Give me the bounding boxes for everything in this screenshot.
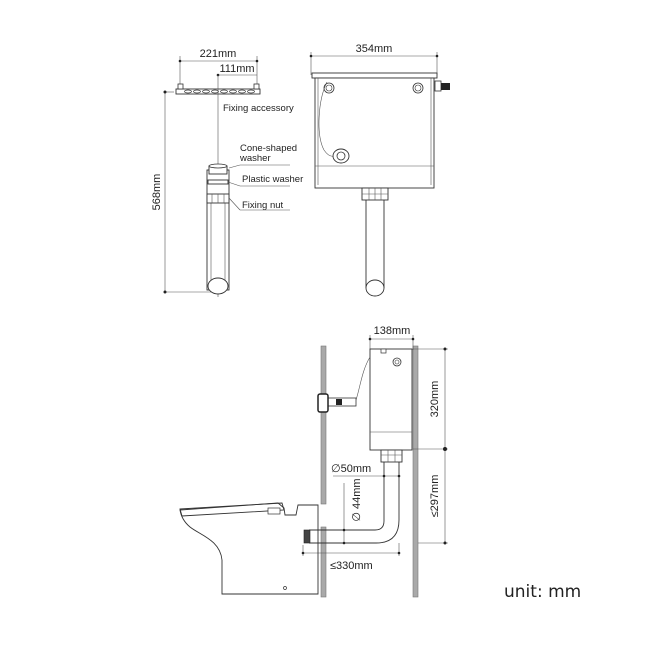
dimension-138mm: 138mm <box>374 325 411 337</box>
flush-pipe-assembly-view: 221mm 111mm 568mm <box>151 48 303 297</box>
wall-left-lower <box>320 526 327 598</box>
dimension-568mm: 568mm <box>151 174 163 211</box>
dimension-320mm: 320mm <box>429 381 441 418</box>
dimension-221mm: 221mm <box>200 48 237 60</box>
callout-fixing-nut: Fixing nut <box>242 200 284 211</box>
callout-plastic-washer: Plastic washer <box>242 174 303 185</box>
callout-fixing-accessory: Fixing accessory <box>223 103 294 114</box>
dimension-330mm: ≤330mm <box>330 560 373 572</box>
side-installation-view: 138mm 320mm ≤297mm ∅50mm <box>179 325 448 598</box>
dimension-diameter-50mm: ∅50mm <box>331 463 371 475</box>
dimension-111mm: 111mm <box>219 63 254 75</box>
cistern-front-view: 354mm <box>309 43 450 297</box>
dimension-297mm: ≤297mm <box>429 475 441 518</box>
unit-label: unit: mm <box>504 582 582 602</box>
callout-cone-shaped: Cone-shaped <box>240 143 297 154</box>
dimension-354mm: 354mm <box>356 43 393 55</box>
callout-washer: washer <box>239 153 271 164</box>
wall-right <box>412 345 419 598</box>
wall-left-upper <box>320 345 327 505</box>
dimension-diameter-44mm: ∅ 44mm <box>351 478 363 521</box>
